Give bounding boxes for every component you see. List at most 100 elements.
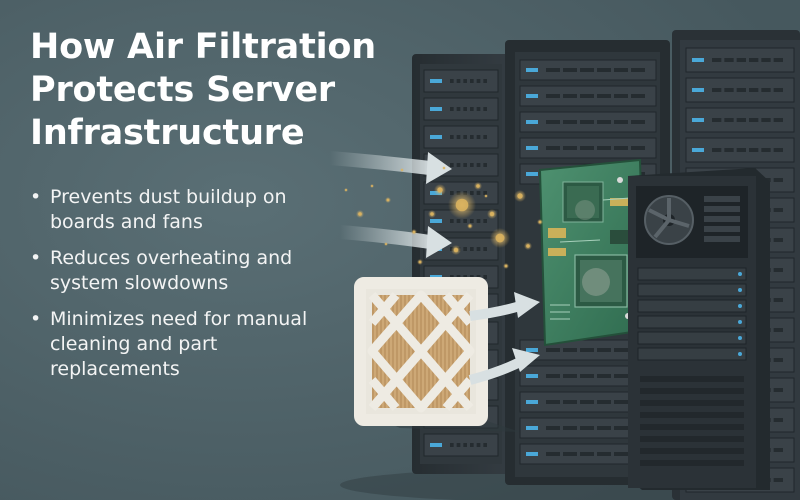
dust-particle-core bbox=[418, 260, 422, 264]
vent-slot bbox=[640, 460, 744, 466]
status-led bbox=[526, 400, 538, 404]
vent-slot bbox=[712, 118, 722, 122]
vent-slot bbox=[463, 443, 467, 447]
vent-slot bbox=[483, 247, 487, 251]
vent-slot bbox=[773, 418, 783, 422]
server-unit bbox=[423, 125, 499, 149]
vent-slot bbox=[614, 146, 628, 150]
vent-slot bbox=[773, 88, 783, 92]
vent-slot bbox=[476, 247, 481, 251]
dust-particle-core bbox=[538, 220, 542, 224]
benefit-text: cleaning and part bbox=[50, 333, 218, 355]
bullet-icon: • bbox=[30, 308, 42, 330]
vent-slot bbox=[476, 135, 481, 139]
vent-slot bbox=[773, 268, 783, 272]
vent-slot bbox=[483, 79, 487, 83]
vent-slot bbox=[476, 163, 481, 167]
vent-slot bbox=[631, 94, 645, 98]
vent-slot bbox=[724, 58, 734, 62]
vent-slot bbox=[476, 79, 481, 83]
vent-slot bbox=[563, 400, 577, 404]
dust-particle-core bbox=[371, 185, 373, 187]
vent-slot bbox=[614, 426, 628, 430]
vent-slot bbox=[450, 79, 454, 83]
status-led bbox=[738, 304, 742, 308]
vent-slot bbox=[483, 275, 487, 279]
vent-slot bbox=[450, 107, 454, 111]
status-led bbox=[430, 79, 442, 83]
vent-slot bbox=[463, 107, 467, 111]
vent-slot bbox=[736, 148, 746, 152]
status-led bbox=[526, 146, 538, 150]
vent-slot bbox=[597, 348, 611, 352]
vent-slot bbox=[456, 107, 461, 111]
vent-slot bbox=[563, 374, 577, 378]
vent-slot bbox=[476, 191, 481, 195]
vent-slot bbox=[563, 120, 577, 124]
vent-slot bbox=[773, 388, 783, 392]
vent-slot bbox=[773, 178, 783, 182]
vent-slot bbox=[546, 452, 560, 456]
vent-slot bbox=[456, 219, 461, 223]
vent-slot bbox=[640, 400, 744, 406]
vent-slot bbox=[450, 443, 454, 447]
status-led bbox=[692, 88, 704, 92]
vent-slot bbox=[580, 374, 594, 378]
vent-slot bbox=[597, 120, 611, 124]
vent-slot bbox=[580, 348, 594, 352]
vent-slot bbox=[546, 94, 560, 98]
headline-line: Protects Server bbox=[30, 70, 335, 110]
status-led bbox=[738, 352, 742, 356]
vent-slot bbox=[463, 247, 467, 251]
vent-slot bbox=[476, 443, 481, 447]
benefit-text: Reduces overheating and bbox=[50, 247, 293, 269]
drive-bay bbox=[637, 315, 747, 329]
vent-slot bbox=[597, 426, 611, 430]
vent-slot bbox=[773, 238, 783, 242]
status-led bbox=[738, 272, 742, 276]
benefit-text: system slowdowns bbox=[50, 272, 229, 294]
vent-slot bbox=[546, 348, 560, 352]
vent-slot bbox=[580, 452, 594, 456]
vent-slot bbox=[563, 94, 577, 98]
benefit-item: • Reduces overheating and system slowdow… bbox=[30, 246, 390, 296]
dust-particle-core bbox=[345, 189, 347, 191]
benefit-list: • Prevents dust buildup on boards and fa… bbox=[30, 185, 390, 382]
vent-slot bbox=[483, 107, 487, 111]
vent-slot bbox=[456, 163, 461, 167]
server-unit bbox=[423, 69, 499, 93]
vent-slot bbox=[597, 374, 611, 378]
vent-slot bbox=[749, 118, 759, 122]
benefit-text: Minimizes need for manual bbox=[50, 308, 308, 330]
vent-slot bbox=[773, 448, 783, 452]
vent-slot bbox=[597, 146, 611, 150]
dust-particle-core bbox=[489, 211, 495, 217]
vent-slot bbox=[563, 452, 577, 456]
vent-slot bbox=[483, 163, 487, 167]
vent-slot bbox=[546, 400, 560, 404]
drive-bay bbox=[637, 299, 747, 313]
dust-particle-core bbox=[430, 212, 434, 216]
status-led bbox=[526, 120, 538, 124]
vent-slot bbox=[470, 163, 474, 167]
dust-particle-core bbox=[358, 212, 362, 216]
vent-slot bbox=[597, 400, 611, 404]
vent-slot bbox=[456, 135, 461, 139]
status-led bbox=[526, 94, 538, 98]
vent-slot bbox=[597, 452, 611, 456]
status-led bbox=[526, 172, 538, 176]
vent-slot bbox=[614, 348, 628, 352]
vent-slot bbox=[580, 68, 594, 72]
dust-particles bbox=[344, 166, 543, 269]
headline-line: How Air Filtration bbox=[30, 27, 376, 67]
vent-slot bbox=[773, 478, 783, 482]
vent-slot bbox=[736, 118, 746, 122]
vent-slot bbox=[580, 120, 594, 124]
headline-line: Infrastructure bbox=[30, 113, 305, 153]
server-unit bbox=[423, 433, 499, 457]
vent-slot bbox=[631, 68, 645, 72]
status-led bbox=[526, 452, 538, 456]
vent-slot bbox=[563, 146, 577, 150]
vent-slot bbox=[614, 68, 628, 72]
